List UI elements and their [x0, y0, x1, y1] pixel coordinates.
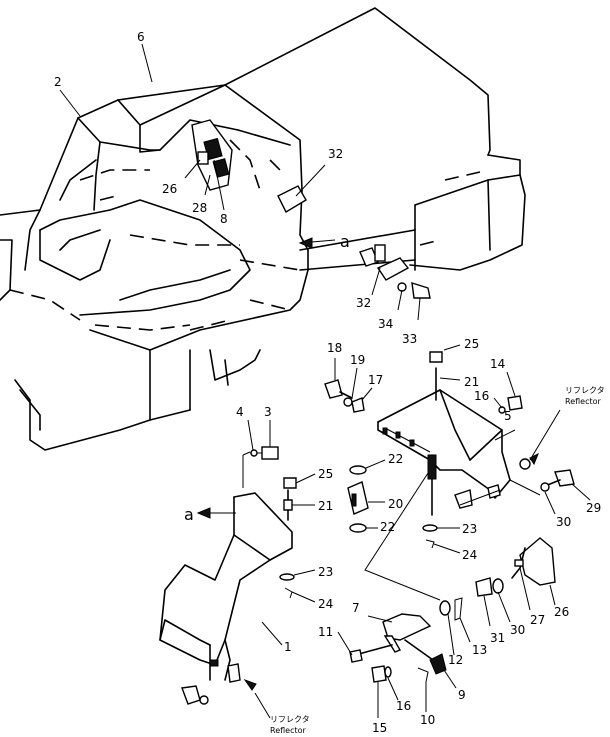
switch-cluster — [184, 119, 233, 211]
callout-23-left: 23 — [318, 565, 333, 579]
callout-16-bottom: 16 — [396, 699, 411, 713]
washer-23-pin-24-left — [279, 569, 316, 603]
callout-20: 20 — [388, 497, 403, 511]
callout-25-left: 25 — [318, 467, 333, 481]
reflector-bottom-jp: リフレクタ — [270, 715, 310, 724]
bolt-18-19-17 — [324, 358, 373, 413]
callout-11: 11 — [318, 625, 333, 639]
reflector-right-en: Reflector — [565, 397, 602, 406]
reflector-right-parts — [519, 409, 591, 515]
callout-1: 1 — [284, 640, 292, 654]
reflector-label-bottom: リフレクタ Reflector — [270, 715, 310, 735]
bracket-assembly-32-34-33 — [359, 244, 431, 321]
washer-23-pin-24-right — [422, 524, 461, 554]
callout-33: 33 — [402, 332, 417, 346]
callout-4: 4 — [236, 405, 244, 419]
view-marker-a-left: a — [184, 505, 194, 524]
callout-labels: 6 2 32 26 28 8 a 32 34 33 18 19 17 25 21… — [54, 30, 601, 735]
callout-26-top: 26 — [162, 182, 177, 196]
callout-31: 31 — [490, 631, 505, 645]
callout-21-right: 21 — [464, 375, 479, 389]
callout-30-bottom: 30 — [510, 623, 525, 637]
machine-body — [0, 7, 526, 451]
callout-22-bottom: 22 — [380, 520, 395, 534]
callout-9: 9 — [458, 688, 466, 702]
callout-32-top: 32 — [328, 147, 343, 161]
callout-16-top: 16 — [474, 389, 489, 403]
callout-12: 12 — [448, 653, 463, 667]
callout-25-right: 25 — [464, 337, 479, 351]
reflector-bottom-en: Reflector — [270, 726, 307, 735]
view-arrow-a-top — [298, 237, 336, 249]
callout-7: 7 — [352, 601, 360, 615]
callout-21-left: 21 — [318, 499, 333, 513]
callout-23-right: 23 — [462, 522, 477, 536]
callout-10: 10 — [420, 713, 435, 727]
reflector-right-jp: リフレクタ — [565, 386, 605, 395]
callout-3: 3 — [264, 405, 272, 419]
callout-29: 29 — [586, 501, 601, 515]
callout-2: 2 — [54, 75, 62, 89]
bracket-26-27-30-31 — [475, 537, 556, 627]
callout-26-bottom: 26 — [554, 605, 569, 619]
callout-32-bracket: 32 — [356, 296, 371, 310]
callout-27: 27 — [530, 613, 545, 627]
callout-24-right: 24 — [462, 548, 477, 562]
bolt-21-nut-25-right — [427, 344, 461, 516]
callout-22-top: 22 — [388, 452, 403, 466]
callout-6: 6 — [137, 30, 145, 44]
callout-14: 14 — [490, 357, 505, 371]
callout-19: 19 — [350, 353, 365, 367]
callout-5: 5 — [504, 409, 512, 423]
callout-15: 15 — [372, 721, 387, 735]
reflector-label-right: リフレクタ Reflector — [565, 386, 605, 406]
view-marker-a-top: a — [340, 232, 350, 251]
bolt-3-washer-4 — [247, 419, 279, 460]
callout-13: 13 — [472, 643, 487, 657]
callout-30-top: 30 — [556, 515, 571, 529]
bolt-14-washer-16 — [493, 371, 523, 414]
callout-34: 34 — [378, 317, 393, 331]
fender-bracket-1 — [159, 451, 293, 719]
view-arrow-a-left — [196, 507, 236, 519]
callout-24-left: 24 — [318, 597, 333, 611]
callout-8: 8 — [220, 212, 228, 226]
bolt-21-nut-25-left — [283, 473, 316, 521]
fender-bracket-5 — [364, 389, 541, 601]
callout-28: 28 — [192, 201, 207, 215]
lamp-lever-assembly — [337, 597, 471, 718]
callout-17: 17 — [368, 373, 383, 387]
clip-20-washers-22 — [347, 459, 386, 533]
callout-18: 18 — [327, 341, 342, 355]
cover-plate-32 — [277, 164, 326, 213]
